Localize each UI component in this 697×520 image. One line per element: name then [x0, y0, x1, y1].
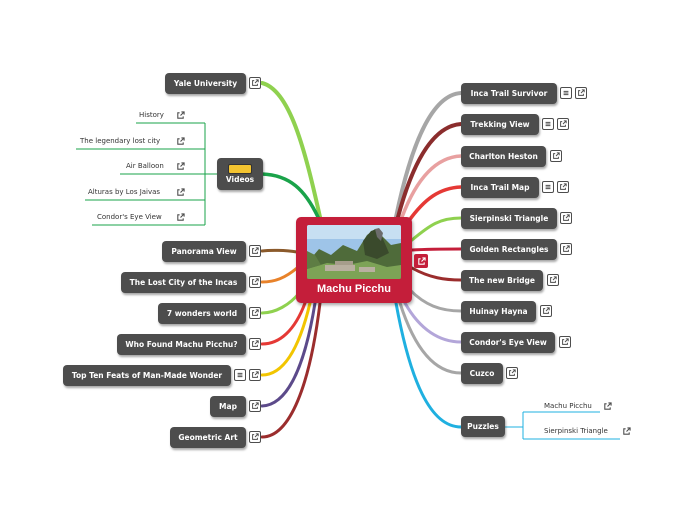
external-link-icon[interactable]	[176, 188, 185, 197]
node-sierpinski-triangle[interactable]: Sierpinski Triangle	[461, 208, 557, 229]
node-yale-university[interactable]: Yale University	[165, 73, 246, 94]
external-link-icon[interactable]	[249, 276, 261, 288]
external-link-icon[interactable]	[249, 307, 261, 319]
node-map[interactable]: Map	[210, 396, 246, 417]
external-link-icon[interactable]	[559, 336, 571, 348]
leaf-air-balloon[interactable]: Air Balloon	[126, 162, 164, 170]
external-link-icon[interactable]	[506, 367, 518, 379]
leaf-condors-eye-view[interactable]: Condor's Eye View	[97, 213, 162, 221]
node-who-found[interactable]: Who Found Machu Picchu?	[117, 334, 246, 355]
node-lost-city-incas[interactable]: The Lost City of the Incas	[121, 272, 246, 293]
leaf-machu-picchu[interactable]: Machu Picchu	[544, 402, 592, 410]
external-link-icon[interactable]	[414, 254, 428, 268]
external-link-icon[interactable]	[249, 431, 261, 443]
external-link-icon[interactable]	[176, 137, 185, 146]
external-link-icon[interactable]	[249, 338, 261, 350]
leaf-sierpinski-triangle[interactable]: Sierpinski Triangle	[544, 427, 608, 435]
notes-icon[interactable]	[560, 87, 572, 99]
external-link-icon[interactable]	[550, 150, 562, 162]
external-link-icon[interactable]	[249, 77, 261, 89]
external-link-icon[interactable]	[557, 118, 569, 130]
node-trekking-view[interactable]: Trekking View	[461, 114, 539, 135]
external-link-icon[interactable]	[547, 274, 559, 286]
leaf-history[interactable]: History	[139, 111, 164, 119]
node-huinay-hayna[interactable]: Huinay Hayna	[461, 301, 536, 322]
central-title: Machu Picchu	[317, 283, 391, 295]
node-inca-trail-map[interactable]: Inca Trail Map	[461, 177, 539, 198]
node-puzzles[interactable]: Puzzles	[461, 416, 505, 437]
node-videos[interactable]: Videos	[217, 158, 263, 190]
node-inca-trail-survivor[interactable]: Inca Trail Survivor	[461, 83, 557, 104]
leaf-legendary-lost-city[interactable]: The legendary lost city	[80, 137, 161, 145]
external-link-icon[interactable]	[249, 400, 261, 412]
node-panorama-view[interactable]: Panorama View	[162, 241, 246, 262]
central-topic[interactable]: Machu Picchu	[296, 217, 412, 303]
node-seven-wonders[interactable]: 7 wonders world	[158, 303, 246, 324]
node-top-ten-feats[interactable]: Top Ten Feats of Man-Made Wonder	[63, 365, 231, 386]
node-condors-eye-view[interactable]: Condor's Eye View	[461, 332, 555, 353]
notes-icon[interactable]	[234, 369, 246, 381]
node-cuzco[interactable]: Cuzco	[461, 363, 503, 384]
node-geometric-art[interactable]: Geometric Art	[170, 427, 246, 448]
external-link-icon[interactable]	[575, 87, 587, 99]
notes-icon[interactable]	[542, 181, 554, 193]
external-link-icon[interactable]	[249, 245, 261, 257]
leaf-alturas[interactable]: Alturas by Los Jaivas	[88, 188, 161, 196]
node-charlton-heston[interactable]: Charlton Heston	[461, 146, 546, 167]
external-link-icon[interactable]	[557, 181, 569, 193]
videos-image	[228, 164, 252, 174]
node-new-bridge[interactable]: The new Bridge	[461, 270, 543, 291]
external-link-icon[interactable]	[176, 213, 185, 222]
notes-icon[interactable]	[542, 118, 554, 130]
external-link-icon[interactable]	[622, 427, 631, 436]
external-link-icon[interactable]	[176, 162, 185, 171]
external-link-icon[interactable]	[249, 369, 261, 381]
external-link-icon[interactable]	[560, 243, 572, 255]
node-golden-rectangles[interactable]: Golden Rectangles	[461, 239, 557, 260]
external-link-icon[interactable]	[603, 402, 612, 411]
external-link-icon[interactable]	[540, 305, 552, 317]
machu-picchu-photo	[307, 225, 401, 279]
external-link-icon[interactable]	[176, 111, 185, 120]
external-link-icon[interactable]	[560, 212, 572, 224]
